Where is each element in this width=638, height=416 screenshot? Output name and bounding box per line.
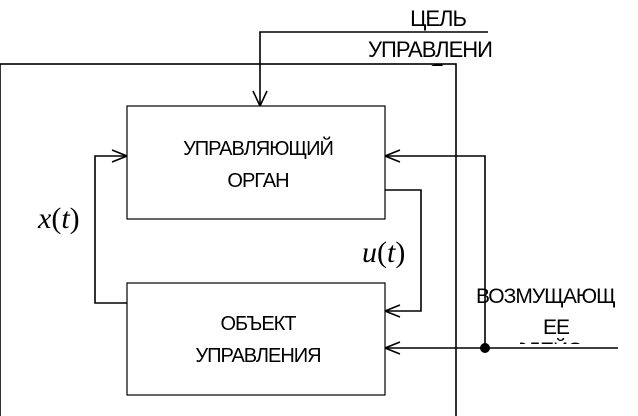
plant-label-line2: УПРАВЛЕНИЯ (195, 345, 320, 367)
controller-label-line1: УПРАВЛЯЮЩИЙ (183, 136, 333, 160)
control-signal-label: u(t) (362, 236, 405, 269)
goal-signal-line (259, 31, 488, 105)
control-signal-line (385, 189, 422, 312)
controller-block (126, 105, 386, 220)
x-paren-open: ( (51, 202, 61, 235)
controller-label-line2: ОРГАН (227, 170, 288, 192)
u-arg: t (387, 236, 396, 269)
disturbance-label-line1: ВОЗМУЩАЮЩ (476, 285, 615, 308)
system-boundary (0, 63, 457, 416)
x-arg: t (61, 202, 70, 235)
disturbance-branch-line (385, 155, 486, 348)
feedback-signal-label: x(t) (37, 202, 80, 235)
disturbance-junction-dot (480, 343, 490, 353)
x-symbol: x (37, 202, 52, 235)
u-paren-close: ) (395, 236, 405, 269)
goal-label-line3: Я (429, 60, 444, 85)
goal-label-line1: ЦЕЛЬ (410, 6, 466, 31)
goal-label-line2: УПРАВЛЕНИ (368, 37, 492, 62)
feedback-signal-line (94, 155, 127, 304)
u-symbol: u (362, 236, 377, 269)
plant-block (126, 282, 386, 396)
u-paren-open: ( (377, 236, 387, 269)
disturbance-label-line3: ВОЗДЕЙСТВИЕ (487, 338, 633, 362)
plant-label-line1: ОБЪЕКТ (220, 313, 296, 335)
x-paren-close: ) (70, 202, 80, 235)
disturbance-label-line2: ЕЕ (543, 316, 570, 339)
